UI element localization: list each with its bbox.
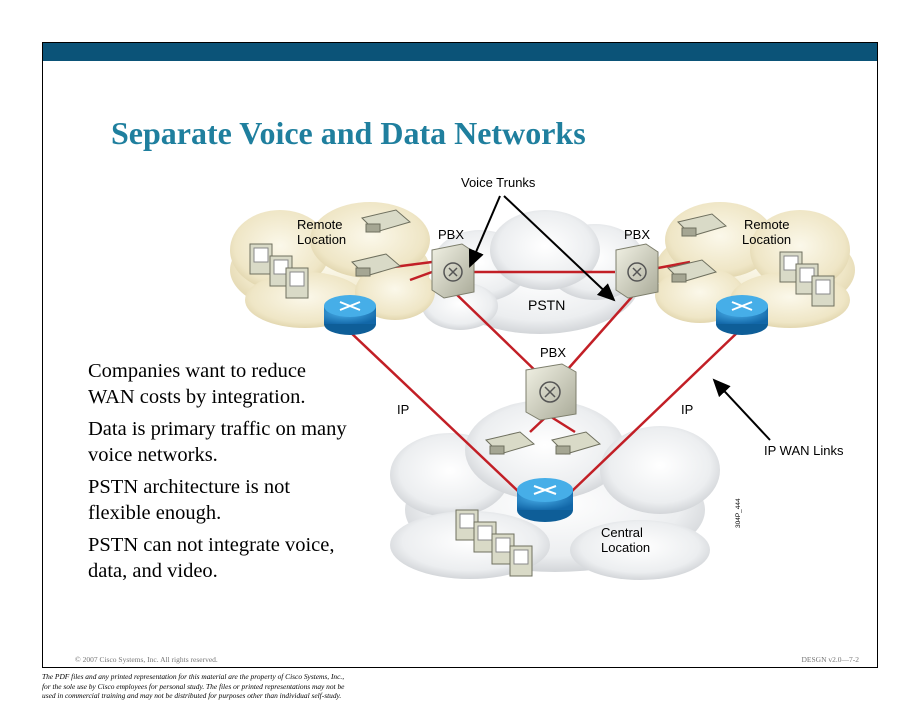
pbx-central-label: PBX: [540, 345, 566, 360]
ip-phones: [351, 209, 728, 455]
phone-central-2: [551, 431, 602, 455]
remote-right-label-line2: Location: [742, 232, 791, 247]
workstations-left: [249, 243, 309, 299]
left-remote-router: [324, 295, 376, 335]
phone-right-2: [667, 259, 718, 283]
disclaimer-line: The PDF files and any printed representa…: [42, 672, 345, 681]
bullet-item: Data is primary traffic on many voice ne…: [88, 418, 347, 466]
pbx-right-label: PBX: [624, 227, 650, 242]
remote-left-label-line2: Location: [297, 232, 346, 247]
annotation-arrows: [468, 195, 771, 441]
bullet-item: PSTN architecture is not flexible enough…: [88, 476, 291, 524]
phone-left-1: [361, 209, 412, 233]
pstn-label: PSTN: [528, 297, 565, 313]
disclaimer-line: used in commercial training and may not …: [42, 691, 342, 701]
right-remote-router: [716, 295, 768, 335]
slide-title: Separate Voice and Data Networks: [111, 115, 586, 151]
workstations-right: [779, 251, 835, 307]
copyright-footer: © 2007 Cisco Systems, Inc. All rights re…: [75, 655, 218, 664]
central-router: [517, 478, 573, 522]
disclaimer-text: The PDF files and any printed representa…: [42, 672, 462, 701]
figure-code-label: 304P_444: [735, 498, 742, 528]
remote-left-label-line1: Remote: [297, 217, 343, 232]
pbx-central: [525, 363, 577, 421]
central-label-line2: Location: [601, 540, 650, 555]
voice-trunk-links: [347, 260, 741, 494]
pbx-left: [431, 243, 475, 299]
pbx-right: [615, 243, 659, 299]
voice-trunks-label: Voice Trunks: [461, 175, 536, 190]
bullet-item: PSTN can not integrate voice, data, and …: [88, 534, 335, 582]
pbx-left-label: PBX: [438, 227, 464, 242]
workstations-central: [455, 509, 533, 577]
phone-right-1: [677, 213, 728, 237]
bullet-list: Companies want to reduce WAN costs by in…: [88, 358, 348, 590]
ip-right-label: IP: [681, 402, 693, 417]
course-code-footer: DESGN v2.0—7-2: [801, 655, 860, 664]
disclaimer-line: for the sole use by Cisco employees for …: [42, 681, 345, 691]
central-label-line1: Central: [601, 525, 643, 540]
phone-left-2: [351, 253, 402, 277]
ip-wan-links-label: IP WAN Links: [764, 443, 844, 458]
bullet-item: Companies want to reduce WAN costs by in…: [88, 360, 307, 408]
ip-left-label: IP: [397, 402, 409, 417]
phone-central-1: [485, 431, 536, 455]
slide-header-bar: [43, 43, 877, 61]
remote-right-label-line1: Remote: [744, 217, 790, 232]
